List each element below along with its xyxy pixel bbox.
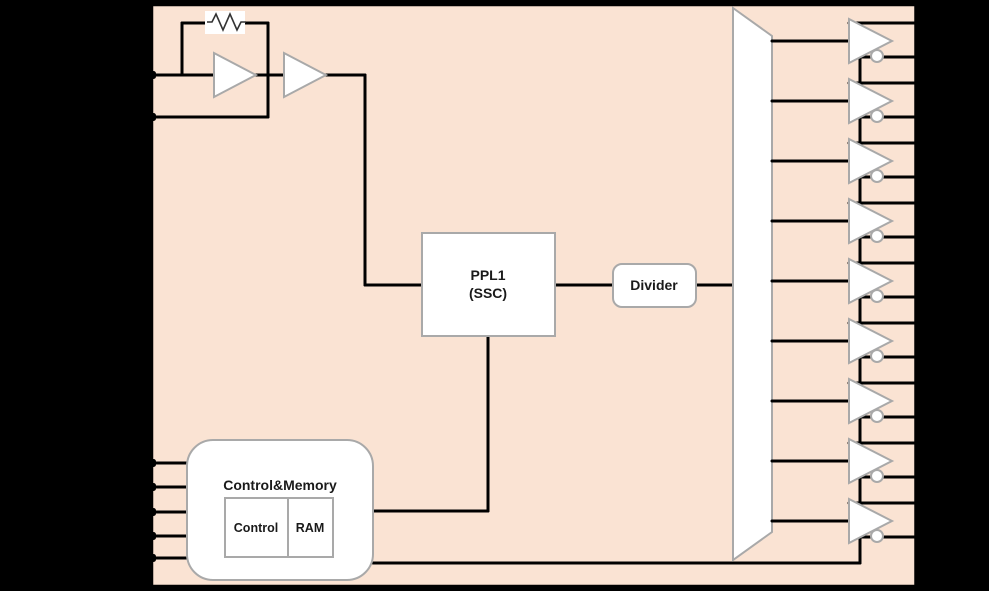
inversion-bubble-icon — [870, 229, 884, 243]
buffer-triangle-icon — [848, 497, 895, 545]
output-buffer-3 — [770, 137, 919, 205]
inversion-bubble-icon — [870, 109, 884, 123]
divider-label: Divider — [630, 277, 678, 293]
control-pin-dot — [148, 459, 156, 467]
osc-pin-dot — [148, 71, 156, 79]
buffer-triangle-icon — [848, 137, 895, 185]
inversion-bubble-icon — [870, 529, 884, 543]
mux-trapezoid — [732, 6, 773, 562]
pll-label-line1: PPL1 — [470, 267, 505, 283]
output-buffer-1 — [770, 17, 919, 85]
buffer-triangle-icon — [848, 377, 895, 425]
pll-box — [421, 232, 556, 337]
control-pin-dot — [148, 483, 156, 491]
output-buffer-8 — [770, 437, 919, 505]
output-buffer-2 — [770, 77, 919, 145]
inversion-bubble-icon — [870, 349, 884, 363]
control-pin-dot — [148, 554, 156, 562]
inversion-bubble-icon — [870, 469, 884, 483]
output-buffer-6 — [770, 317, 919, 385]
ram-sub-label: RAM — [296, 521, 324, 535]
edge-pins — [148, 71, 156, 562]
inversion-bubble-icon — [870, 169, 884, 183]
osc-pin-dot — [148, 113, 156, 121]
buffer-triangle-icon — [848, 437, 895, 485]
inversion-bubble-icon — [870, 409, 884, 423]
control-pin-dot — [148, 532, 156, 540]
pll-block: PPL1 (SSC) — [421, 232, 556, 337]
inversion-bubble-icon — [870, 289, 884, 303]
buffer-triangle-icon — [848, 257, 895, 305]
resistor-icon — [207, 12, 246, 32]
output-buffer-9 — [770, 497, 919, 565]
pll-label-line2: (SSC) — [469, 285, 507, 301]
output-buffer-4 — [770, 197, 919, 265]
control-pin-dot — [148, 508, 156, 516]
buffer-triangle-icon — [848, 77, 895, 125]
control-sub-label: Control — [234, 521, 278, 535]
control-memory-block: Control&Memory Control RAM — [186, 439, 374, 581]
control-sub-box — [224, 497, 289, 558]
control-memory-title: Control&Memory — [223, 477, 337, 493]
divider-block: Divider — [612, 263, 697, 308]
buffer-triangle-icon — [848, 317, 895, 365]
output-buffer-7 — [770, 377, 919, 445]
output-buffer-5 — [770, 257, 919, 325]
inversion-bubble-icon — [870, 49, 884, 63]
oscillator-section — [205, 11, 329, 99]
wires — [151, 21, 862, 565]
osc-amplifier-icon — [213, 51, 259, 99]
buffer-triangle-icon — [848, 197, 895, 245]
ram-sub-box — [287, 497, 334, 558]
divider-box — [612, 263, 697, 308]
buffer-triangle-icon — [848, 17, 895, 65]
osc-buffer-icon — [283, 51, 329, 99]
